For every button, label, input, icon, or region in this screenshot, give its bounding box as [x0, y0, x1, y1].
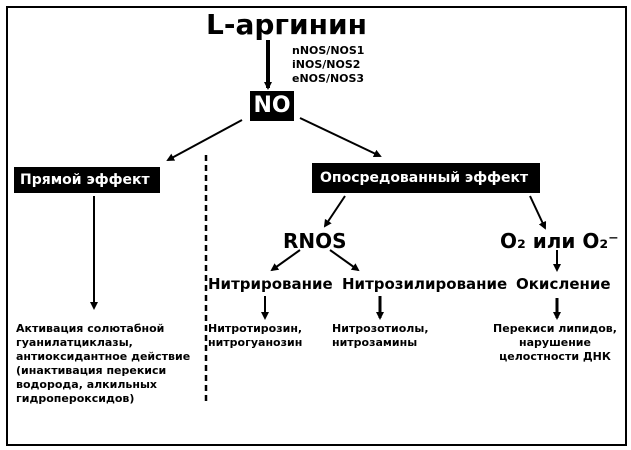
nitrosylation-result: Нитрозотиолы, нитрозамины — [332, 322, 429, 349]
oxygen-label: O₂ или O₂⁻ — [500, 229, 619, 253]
arrow-indirect-to-oxygen — [529, 195, 547, 230]
oxidation-result: Перекиси липидов, нарушение целостности … — [493, 322, 617, 363]
nitration-label: Нитрирование — [208, 275, 333, 293]
no-box: NO — [250, 91, 294, 121]
enzyme-enos: eNOS/NOS3 — [292, 72, 365, 85]
arrow-indirect-to-rnos — [323, 195, 346, 228]
arrow-rnos-to-nitration — [270, 249, 301, 272]
direct-effect-box: Прямой эффект — [14, 167, 160, 193]
direct-effect-description: Активация солютабной гуанилатциклазы, ан… — [16, 322, 191, 405]
arrow-no-to-direct — [166, 119, 243, 161]
diagram-frame — [6, 6, 627, 446]
indirect-effect-box: Опосредованный эффект — [312, 163, 541, 193]
nitration-result: Нитротирозин, нитрогуанозин — [208, 322, 303, 349]
arginine-title: L-аргинин — [206, 8, 367, 41]
oxidation-label: Окисление — [516, 275, 611, 293]
enzyme-nnos: nNOS/NOS1 — [292, 44, 365, 57]
arrow-rnos-to-nitrosylation — [329, 249, 360, 272]
rnos-label: RNOS — [283, 229, 347, 253]
enzyme-inos: iNOS/NOS2 — [292, 58, 361, 71]
arrow-no-to-indirect — [299, 117, 382, 158]
nitrosylation-label: Нитрозилирование — [342, 275, 508, 293]
